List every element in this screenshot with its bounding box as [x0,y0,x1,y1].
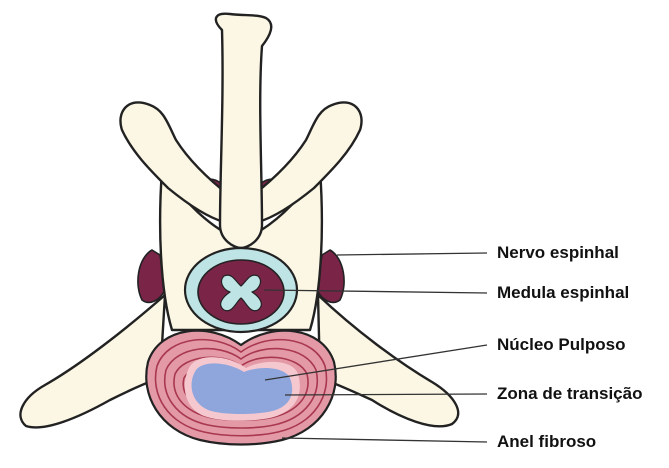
intervertebral-disc [146,331,335,445]
leader-nervo-espinhal [337,253,487,255]
leader-anel-fibroso [282,438,487,442]
spinous-process [216,14,271,248]
label-medula-espinhal: Medula espinhal [497,283,629,303]
label-nucleo-pulposo: Núcleo Pulposo [497,335,625,355]
nucleus-pulposus [192,363,293,414]
spinal-cord [198,260,284,324]
label-anel-fibroso: Anel fibroso [497,432,596,452]
transverse-process-left [20,295,165,427]
label-zona-transicao: Zona de transição [497,384,642,404]
label-nervo-espinhal: Nervo espinhal [497,243,619,263]
